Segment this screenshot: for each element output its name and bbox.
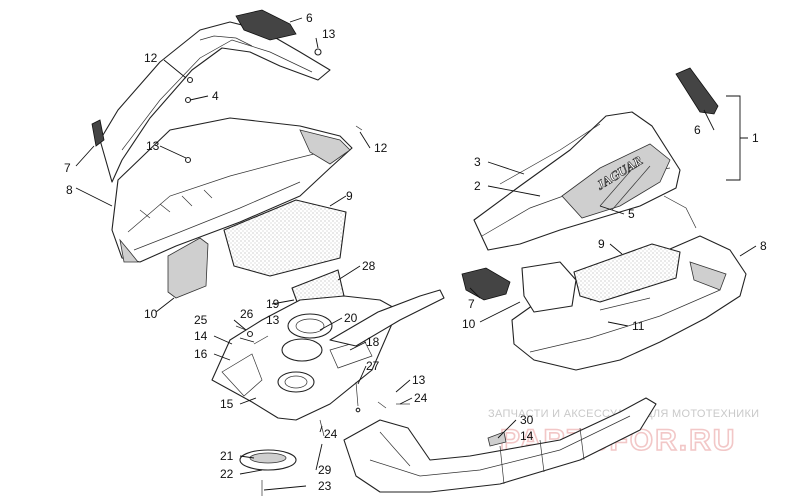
callout-13: 13 <box>322 27 336 41</box>
callout-8: 8 <box>66 183 73 197</box>
callout-16: 16 <box>194 347 208 361</box>
callout-7: 7 <box>64 161 71 175</box>
leader-lines <box>75 17 757 491</box>
callout-9: 9 <box>346 189 353 203</box>
callout-29: 29 <box>318 463 332 477</box>
bumper-clip <box>487 431 507 447</box>
callout-14: 14 <box>194 329 208 343</box>
callout-7: 7 <box>468 297 475 311</box>
callout-23: 23 <box>318 479 332 493</box>
callout-28: 28 <box>362 259 376 273</box>
callout-30: 30 <box>520 413 534 427</box>
hood-decal <box>561 143 671 219</box>
foam-block-right <box>521 261 577 313</box>
ring-assembly <box>239 449 297 496</box>
callout-24: 24 <box>414 391 428 405</box>
callout-10: 10 <box>144 307 158 321</box>
callout-14: 14 <box>520 429 534 443</box>
left-belly-pan <box>111 117 353 263</box>
callout-13: 13 <box>412 373 426 387</box>
callout-12: 12 <box>374 141 388 155</box>
insulation-pad-right <box>573 243 681 303</box>
callout-15: 15 <box>220 397 234 411</box>
side-vent-small <box>91 119 105 147</box>
callout-13: 13 <box>146 139 160 153</box>
callout-22: 22 <box>220 467 234 481</box>
callout-labels: 6 13 12 4 7 13 12 8 9 10 28 19 25 26 13 … <box>64 11 767 493</box>
callout-3: 3 <box>474 155 481 169</box>
callout-26: 26 <box>240 307 254 321</box>
assembly-bracket <box>726 95 748 181</box>
callout-4: 4 <box>212 89 219 103</box>
insulation-pad-left <box>223 199 347 277</box>
callout-19: 19 <box>266 297 280 311</box>
callout-11: 11 <box>632 319 645 333</box>
callout-9: 9 <box>598 237 605 251</box>
callout-20: 20 <box>344 311 358 325</box>
callout-27: 27 <box>366 359 380 373</box>
foam-block-left <box>167 237 209 299</box>
bracket-18 <box>329 289 445 347</box>
side-vent-right <box>675 67 719 115</box>
callout-21: 21 <box>220 449 234 463</box>
hardware-items <box>184 48 410 437</box>
callout-1: 1 <box>752 131 759 145</box>
right-hood: JAGUAR <box>473 111 681 251</box>
callout-8: 8 <box>760 239 767 253</box>
callout-12: 12 <box>144 51 158 65</box>
front-vent-right <box>461 267 511 301</box>
hood-vent-grille <box>235 9 297 41</box>
callout-24: 24 <box>324 427 338 441</box>
callout-25: 25 <box>194 313 208 327</box>
callout-2: 2 <box>474 179 481 193</box>
callout-18: 18 <box>366 335 380 349</box>
left-upper-hood <box>91 9 331 183</box>
callout-5: 5 <box>628 207 635 221</box>
callout-13: 13 <box>266 313 280 327</box>
callout-6: 6 <box>306 11 313 25</box>
callout-10: 10 <box>462 317 476 331</box>
lower-skid-plate <box>343 397 657 493</box>
callout-6: 6 <box>694 123 701 137</box>
